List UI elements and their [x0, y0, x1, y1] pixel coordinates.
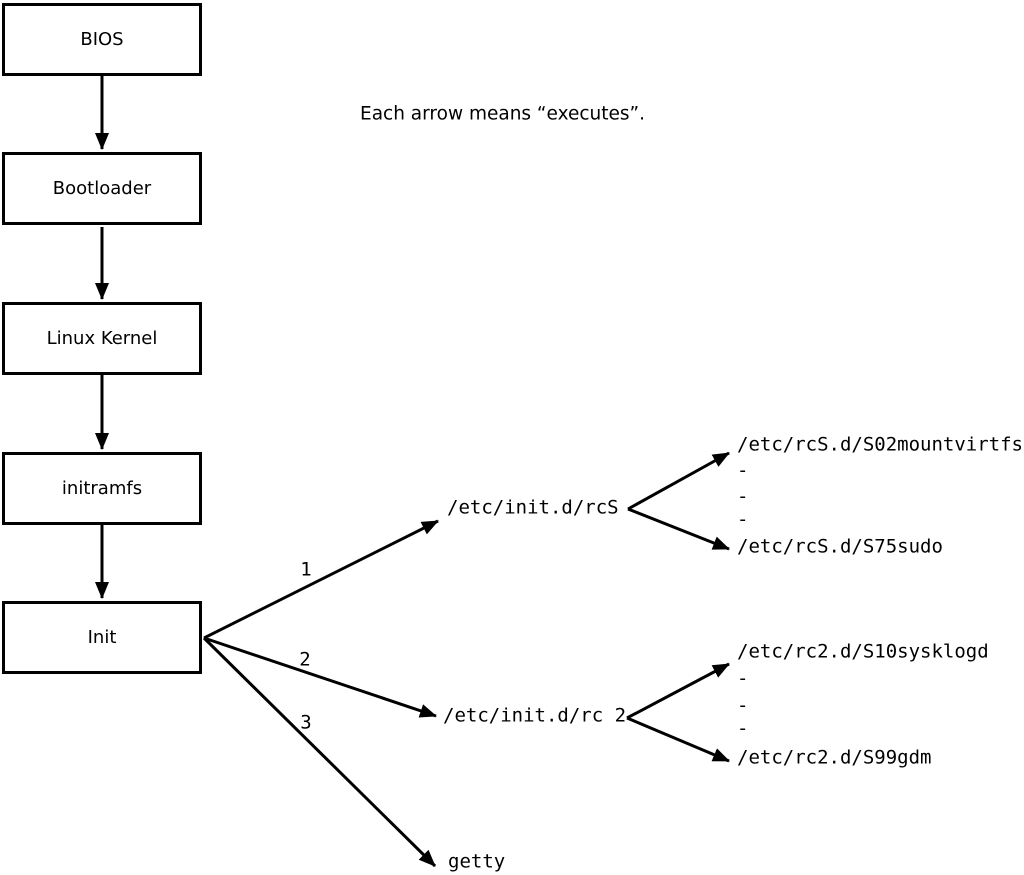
node-bootloader: Bootloader [2, 152, 202, 225]
arrow-rcS-to-S02mountvirtfs [627, 451, 730, 511]
node-bios: BIOS [2, 3, 202, 76]
node-linux-kernel-label: Linux Kernel [46, 328, 158, 349]
node-init: Init [2, 601, 202, 674]
node-s02mountvirtfs: /etc/rcS.d/S02mountvirtfs [737, 433, 1023, 456]
arrow-init-to-getty [202, 636, 437, 868]
node-bios-label: BIOS [80, 29, 124, 50]
arrow-rc2-to-S10sysklogd [626, 662, 730, 720]
rc2-ellipsis-dash-3: - [737, 717, 749, 740]
rcS-ellipsis-dash-2: - [737, 485, 749, 508]
branch-3-number: 3 [300, 711, 312, 734]
branch-1-number: 1 [300, 558, 312, 581]
node-initramfs-label: initramfs [61, 478, 143, 499]
branch-2-number: 2 [299, 648, 311, 671]
arrow-init-to-rcS [203, 519, 439, 640]
node-bootloader-label: Bootloader [52, 178, 152, 199]
node-s10sysklogd: /etc/rc2.d/S10sysklogd [737, 640, 989, 663]
node-getty: getty [448, 850, 506, 873]
rc2-ellipsis-dash-1: - [737, 667, 749, 690]
node-s99gdm: /etc/rc2.d/S99gdm [737, 746, 932, 769]
node-s75sudo: /etc/rcS.d/S75sudo [737, 535, 943, 558]
arrow-rc2-to-S99gdm [626, 716, 730, 763]
node-rcS: /etc/init.d/rcS [447, 496, 619, 519]
rcS-ellipsis-dash-1: - [737, 459, 749, 482]
node-init-label: Init [87, 627, 117, 648]
arrow-init-to-rc2 [203, 636, 437, 718]
arrow-rcS-to-S75sudo [627, 507, 730, 551]
node-linux-kernel: Linux Kernel [2, 302, 202, 375]
node-initramfs: initramfs [2, 452, 202, 525]
rc2-ellipsis-dash-2: - [737, 694, 749, 717]
node-rc2: /etc/init.d/rc 2 [443, 704, 627, 727]
legend-note: Each arrow means “executes”. [360, 103, 645, 125]
rcS-ellipsis-dash-3: - [737, 508, 749, 531]
